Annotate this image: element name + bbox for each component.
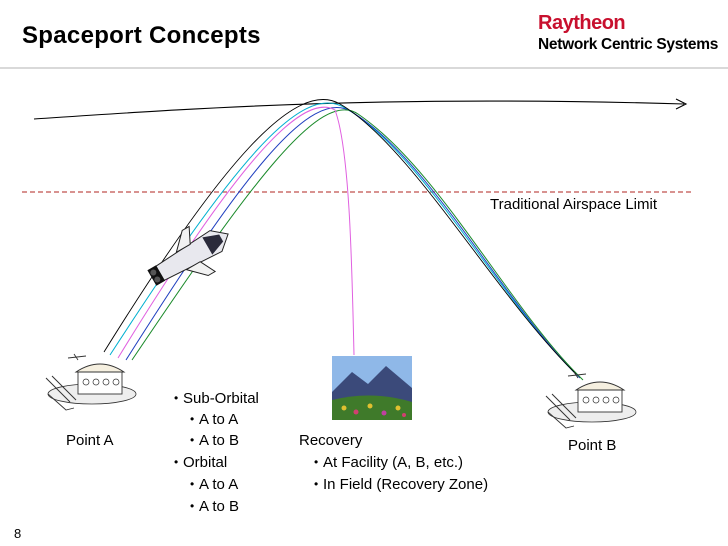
- bullet-sub-orbital-a-to-a: •A to A: [190, 411, 239, 428]
- logo-division: Network Centric Systems: [538, 36, 719, 53]
- bullet-orbital-a-to-b: •A to B: [190, 498, 240, 515]
- bullet-recovery-field: •In Field (Recovery Zone): [314, 476, 489, 493]
- point-a-label: Point A: [66, 432, 114, 449]
- bullet-sub-orbital-a-to-b: •A to B: [190, 432, 240, 449]
- bullet-orbital-a-to-a: •A to A: [190, 476, 239, 493]
- point-b-label: Point B: [568, 437, 617, 454]
- orbital-trajectory-arrowhead: [675, 98, 688, 110]
- page-number: 8: [14, 526, 22, 541]
- bullet-sub-orbital: •Sub-Orbital: [174, 390, 259, 407]
- trajectory-a-to-b-green: [131, 109, 584, 381]
- recovery-label: Recovery: [299, 432, 363, 449]
- trajectory-a-to-b-black: [103, 99, 577, 375]
- slide-title: Spaceport Concepts: [22, 22, 261, 49]
- spaceport-a-icon: [45, 353, 137, 411]
- header-divider: [0, 67, 728, 69]
- bullet-recovery-facility: •At Facility (A, B, etc.): [314, 454, 464, 471]
- orbital-trajectory: [33, 100, 685, 120]
- raytheon-logo: Raytheon: [538, 12, 626, 34]
- trajectory-a-to-b-cyan: [109, 102, 579, 377]
- airspace-limit-label: Traditional Airspace Limit: [490, 196, 658, 213]
- bullet-orbital: •Orbital: [174, 454, 228, 471]
- trajectory-recovery-magenta: [117, 106, 355, 359]
- spaceport-b-icon: [545, 371, 637, 429]
- recovery-field-image: [332, 356, 412, 420]
- space-plane-icon: [147, 225, 229, 286]
